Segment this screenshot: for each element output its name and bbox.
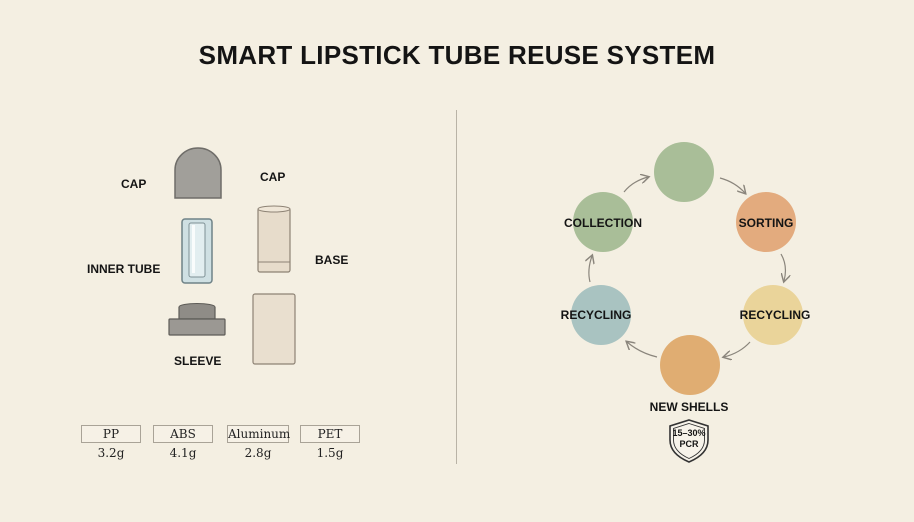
pcr-label: PCR — [679, 439, 699, 449]
page-title: SMART LIPSTICK TUBE REUSE SYSTEM — [198, 40, 716, 70]
weight-pet: 1.5g — [316, 446, 344, 460]
weight-aluminum: 2.8g — [244, 446, 272, 460]
sleeve-label: SLEEVE — [174, 354, 222, 368]
panel-divider — [456, 110, 457, 464]
arrow-recycling-to-collection — [589, 256, 592, 283]
arrow-collection-to-top — [623, 177, 648, 193]
recycling-right-label: RECYCLING — [739, 308, 811, 322]
arrow-recycling-to-new-shells — [724, 341, 751, 357]
pcr-shield-icon — [669, 419, 709, 463]
new-shells-label: NEW SHELLS — [649, 400, 729, 414]
inner-tube-label: INNER TUBE — [87, 262, 161, 276]
arrow-top-to-sorting — [719, 177, 745, 193]
base-label: BASE — [315, 253, 349, 267]
weight-pp: 3.2g — [97, 446, 125, 460]
sorting-label: SORTING — [738, 216, 794, 230]
material-aluminum: Aluminum — [227, 425, 291, 443]
arrow-sorting-to-recycling — [780, 253, 785, 281]
material-abs: ABS — [153, 425, 213, 443]
shell-part — [252, 293, 296, 365]
pcr-badge-text: 15–30% PCR — [666, 428, 712, 450]
cycle-node-recycling-left — [571, 285, 631, 345]
cycle-node-sorting — [736, 192, 796, 252]
cap-left-label: CAP — [121, 177, 147, 191]
inner-tube-part — [181, 218, 213, 284]
cycle-node-new-shells — [660, 335, 720, 395]
pcr-percent: 15–30% — [672, 428, 706, 438]
cap-part — [174, 147, 222, 199]
cycle-node-top — [654, 142, 714, 202]
sleeve-part — [168, 303, 226, 336]
cycle-node-recycling-right — [743, 285, 803, 345]
base-part — [257, 205, 291, 273]
recycling-left-label: RECYCLING — [560, 308, 632, 322]
cap-right-label: CAP — [260, 170, 286, 184]
material-pp: PP — [81, 425, 141, 443]
arrow-new-shells-to-recycling — [627, 342, 658, 358]
material-pet: PET — [300, 425, 360, 443]
weight-abs: 4.1g — [169, 446, 197, 460]
collection-label: COLLECTION — [564, 216, 642, 230]
cycle-node-collection — [573, 192, 633, 252]
